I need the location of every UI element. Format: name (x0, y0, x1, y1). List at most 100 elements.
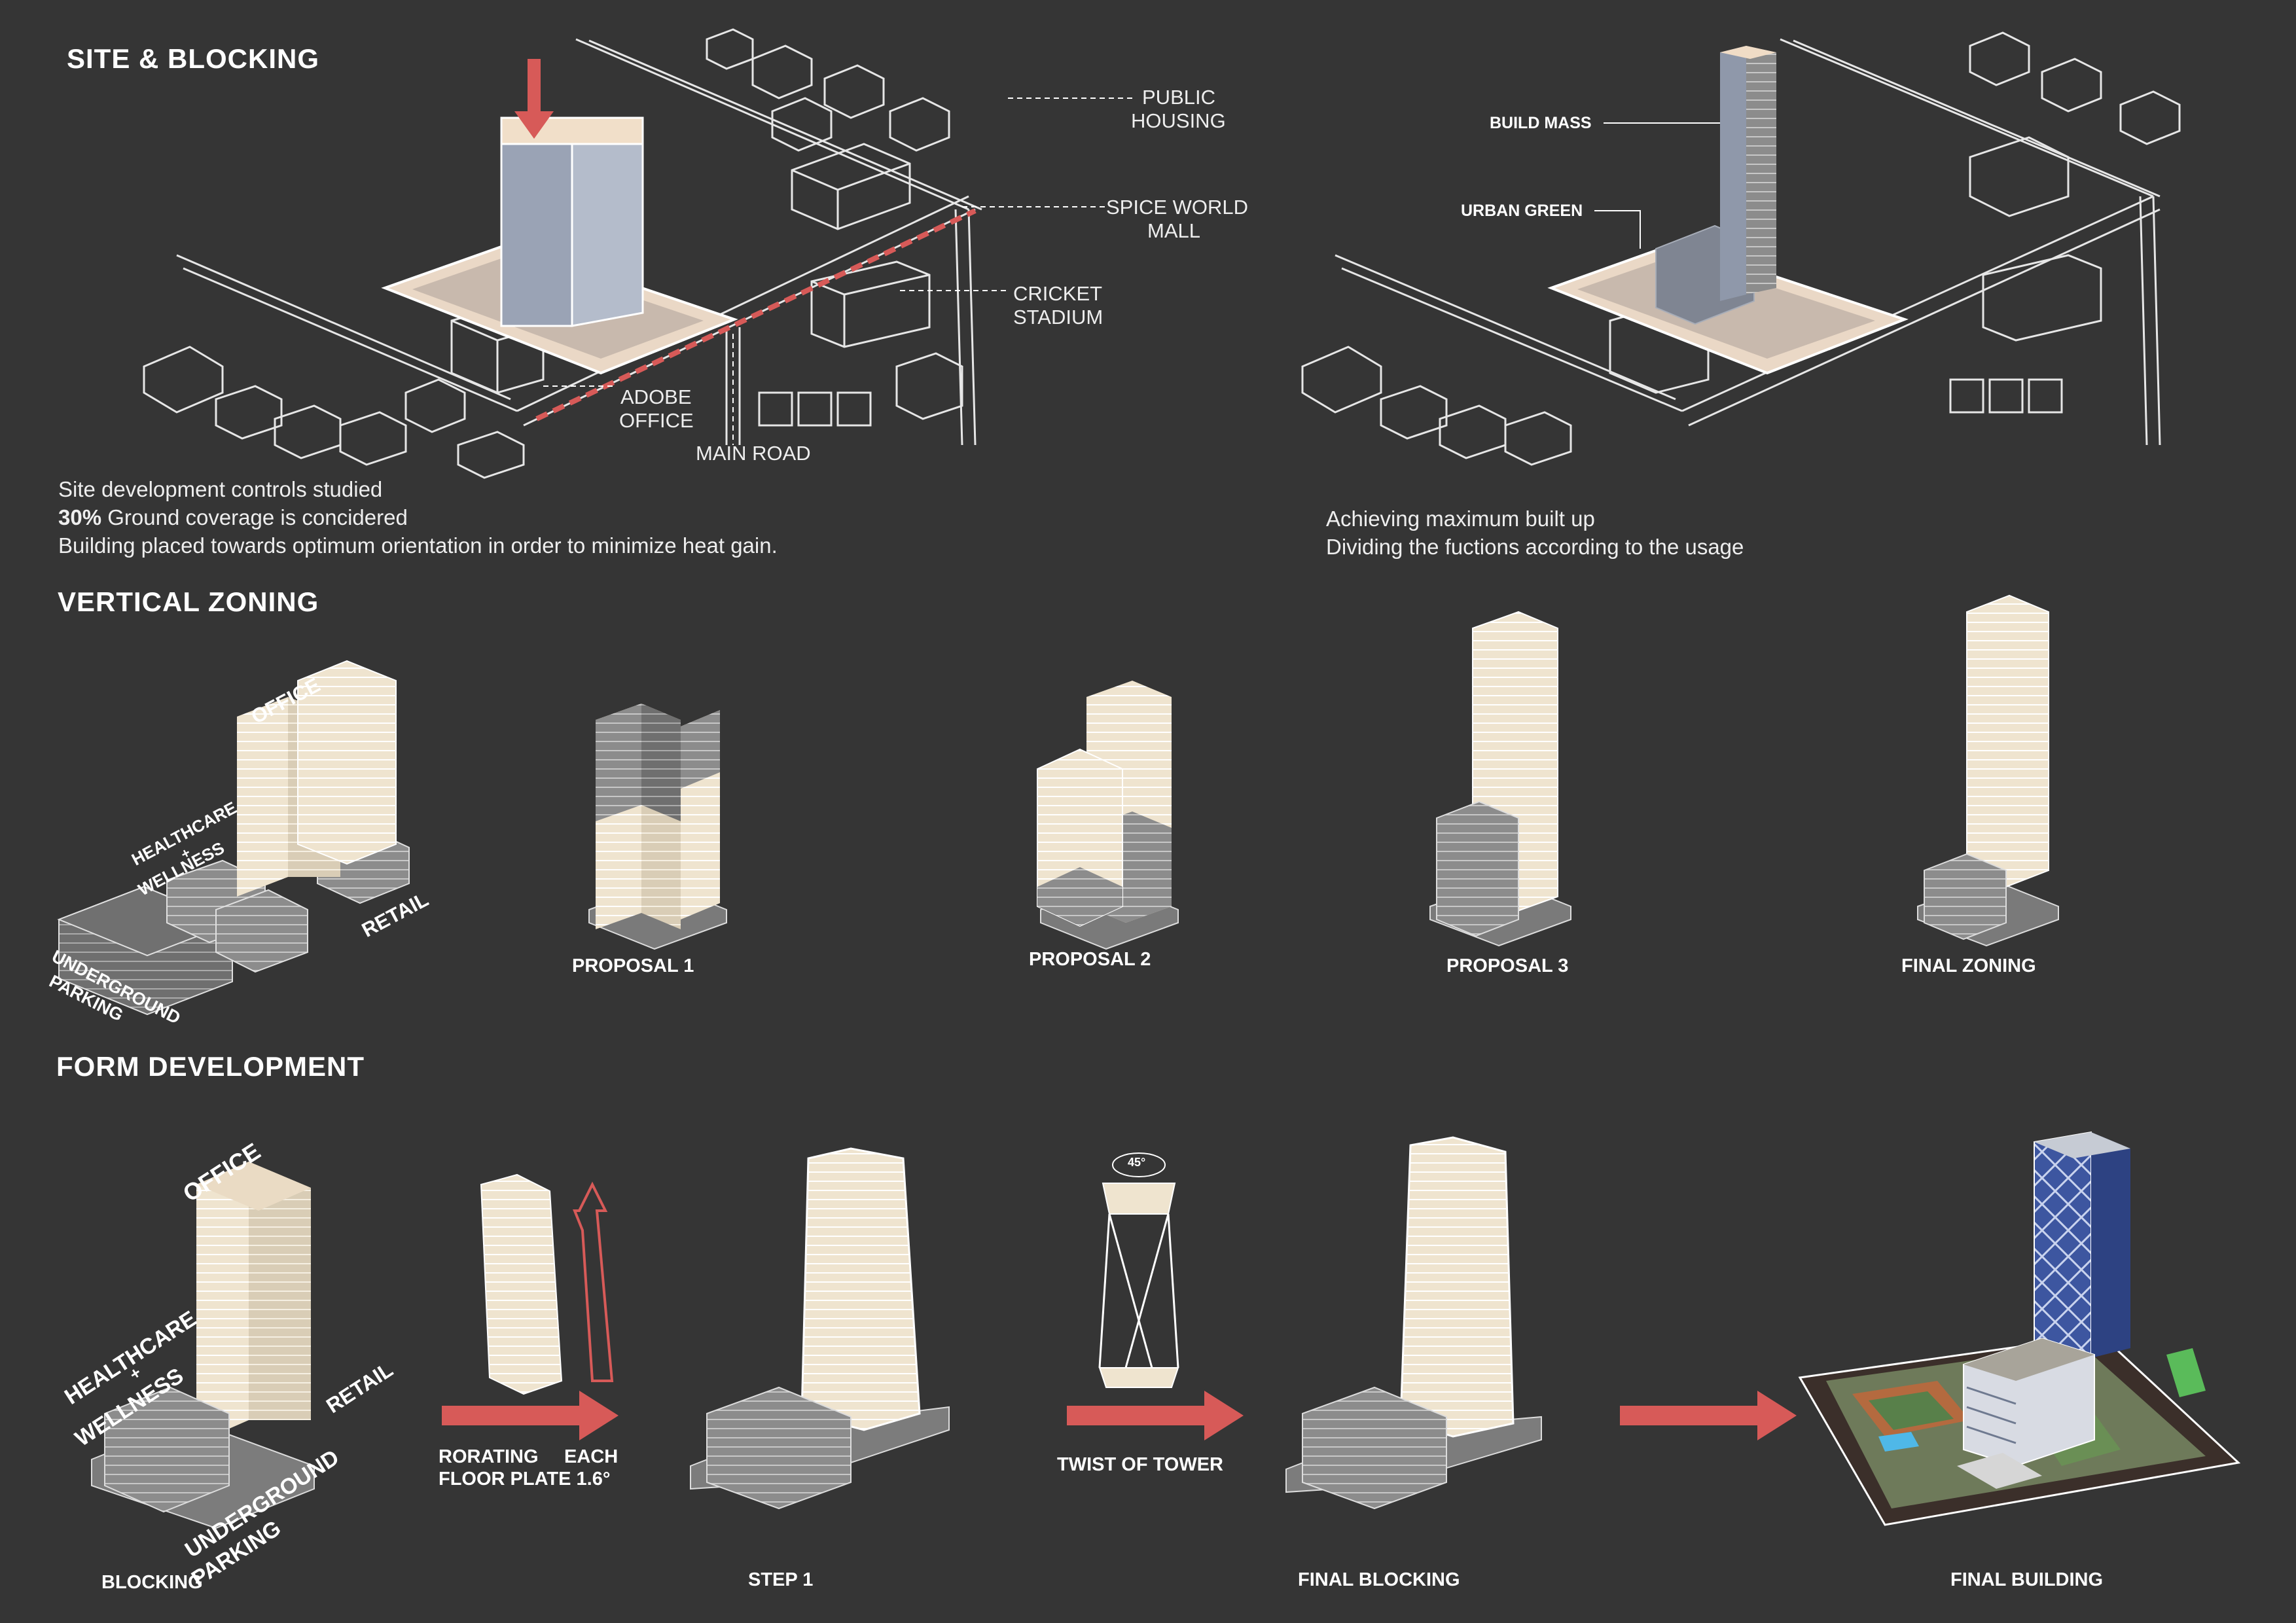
housing-block (706, 28, 754, 70)
proposal-1-diagram (588, 704, 727, 950)
office-tower-b (297, 660, 397, 865)
label-public-housing-line2: HOUSING (1131, 109, 1226, 132)
label-public-housing-line1: PUBLIC (1142, 86, 1215, 109)
stadium-block (1982, 254, 2102, 342)
healthcare-block-b (215, 889, 308, 973)
final-zoning-tower (1966, 594, 2049, 888)
site-connection-line (535, 208, 977, 421)
mall-block (1969, 136, 2070, 217)
main-road-east (516, 195, 976, 427)
caption-blocking: BLOCKING (101, 1572, 203, 1593)
block-mass-left-face (500, 120, 573, 327)
context-block (274, 404, 342, 459)
proposal-1-grey-top-b (681, 710, 720, 789)
proposal-2-grey-base (1037, 867, 1122, 926)
final-blocking-diagram (1285, 1136, 1542, 1510)
proposal-3-podium (1436, 800, 1519, 937)
label-adobe-line2: OFFICE (619, 409, 694, 432)
label-main-road: MAIN ROAD (696, 442, 811, 465)
proposal-3-diagram (1429, 611, 1571, 947)
twist-wireframe (1098, 1213, 1179, 1368)
main-road-west (1335, 254, 1683, 412)
site-note-line2: 30% Ground coverage is concidered (58, 503, 408, 531)
caption-rotating-b: EACH (564, 1446, 619, 1467)
road-east-edge (2139, 196, 2161, 446)
form-office-tower-top (196, 1162, 311, 1211)
context-block (215, 385, 283, 440)
caption-final-blocking: FINAL BLOCKING (1298, 1569, 1460, 1590)
office-tower-a (237, 697, 288, 897)
rotating-floorplate-diagram (480, 1173, 614, 1395)
label-build-mass: BUILD MASS (1490, 114, 1592, 132)
rotation-indicator (573, 1181, 614, 1382)
final-podium-floors (1966, 1386, 2017, 1444)
placement-arrow-shaft (528, 59, 541, 118)
proposal-1-grey-top-side (641, 704, 681, 821)
label-cricket-line2: STADIUM (1013, 306, 1103, 329)
step-1-tower (800, 1147, 921, 1431)
arrow-1-head (579, 1391, 619, 1440)
road-diagonal-north (1780, 38, 2161, 198)
housing-block (889, 97, 950, 152)
final-tower-front (2034, 1131, 2092, 1369)
housing-block (823, 64, 885, 119)
form-office-tower-side (249, 1162, 311, 1420)
build-mass-tower-left (1720, 46, 1746, 301)
section-title-form: FORM DEVELOPMENT (56, 1051, 365, 1082)
caption-final-building: FINAL BUILDING (1950, 1569, 2104, 1590)
housing-block (771, 97, 833, 152)
site-note-coverage-text: Ground coverage is concidered (101, 505, 408, 529)
zoning-exploded (57, 660, 410, 1016)
road-east-edge (954, 209, 977, 446)
entrance-canopy (1957, 1453, 2042, 1489)
context-block (895, 352, 963, 420)
swimming-pool (1878, 1432, 1919, 1452)
arrow-1-shaft (442, 1406, 579, 1425)
site-plan-right (1301, 31, 2181, 466)
site-plan-left (143, 28, 982, 479)
twist-angle-label: 45° (1128, 1156, 1146, 1169)
caption-proposal-2: PROPOSAL 2 (1029, 949, 1151, 970)
caption-rotating-line2: FLOOR PLATE 1.6° (439, 1469, 611, 1489)
final-zoning-diagram (1917, 594, 2059, 947)
caption-proposal-1: PROPOSAL 1 (572, 955, 694, 976)
twist-diagram (1098, 1152, 1179, 1388)
green-strip (2166, 1348, 2206, 1397)
spice-world-mall-block (791, 143, 911, 230)
road-south (725, 327, 741, 445)
context-block (457, 431, 525, 479)
context-block (339, 411, 407, 466)
proposal-2-diagram (1037, 681, 1179, 950)
section-title-site: SITE & BLOCKING (67, 43, 320, 74)
caption-step-1: STEP 1 (748, 1569, 814, 1590)
block-mass-right-face (571, 120, 644, 327)
final-podium-roof (1964, 1338, 2094, 1381)
caption-final-zoning: FINAL ZONING (1901, 955, 2036, 976)
row-houses (1949, 378, 2063, 414)
rotation-ring (1112, 1152, 1166, 1177)
placement-arrow-head (514, 111, 554, 139)
cricket-stadium-block (810, 260, 931, 348)
label-adobe-line1: ADOBE (620, 385, 692, 408)
final-tower-roof (2034, 1132, 2130, 1158)
form-office-tower-front (196, 1162, 249, 1443)
twist-bottom-plate (1098, 1367, 1179, 1388)
arrow-2-shaft (1067, 1406, 1204, 1425)
step-1-diagram (690, 1147, 950, 1510)
final-tower-side (2091, 1132, 2130, 1358)
context-blocks (1301, 346, 1572, 466)
caption-twist: TWIST OF TOWER (1057, 1454, 1223, 1475)
arrow-2-head (1204, 1391, 1244, 1440)
caption-proposal-3: PROPOSAL 3 (1446, 955, 1569, 976)
housing-blocks (1969, 31, 2181, 145)
form-podium (104, 1386, 230, 1513)
final-blocking-tower (1399, 1136, 1515, 1438)
section-title-zoning: VERTICAL ZONING (58, 586, 319, 617)
build-mass-tower-right (1746, 46, 1776, 294)
context-block (404, 378, 466, 433)
housing-block (751, 45, 813, 99)
site-right-note-line2: Dividing the fuctions according to the u… (1326, 535, 1744, 559)
build-mass-tower-top (1720, 46, 1776, 59)
final-building-render (1798, 1131, 2241, 1526)
